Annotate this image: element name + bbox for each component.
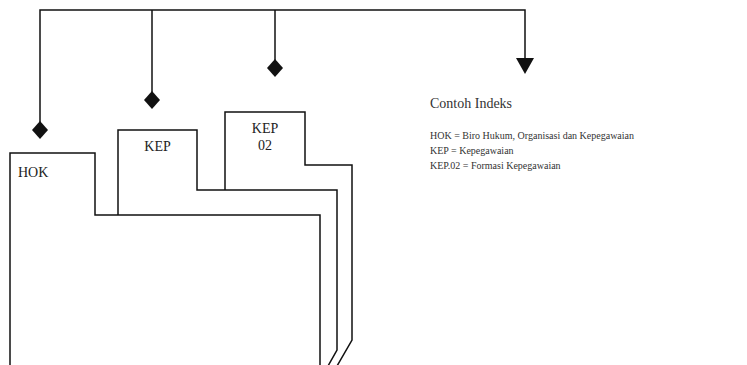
diamond-marker (32, 121, 48, 139)
bracket-line (40, 10, 525, 122)
index-entry: HOK = Biro Hukum, Organisasi dan Kepegaw… (430, 130, 634, 142)
folder-index-code: KEP (144, 139, 170, 156)
folder-tab: KEP 02 (227, 114, 303, 162)
folder-index-code: KEP 02 (248, 121, 282, 155)
index-heading: Contoh Indeks (430, 96, 512, 113)
diamond-marker (144, 91, 160, 109)
diamond-marker (267, 59, 283, 77)
bracket-drop (151, 10, 153, 92)
folder-front (10, 153, 320, 365)
folder-index-code: HOK (18, 165, 48, 182)
index-entry: KEP = Kepegawaian (430, 145, 514, 157)
index-entry: KEP.02 = Formasi Kepegawaian (430, 160, 561, 172)
folder-tab: KEP (120, 132, 195, 162)
arrow-head (516, 58, 534, 74)
folder-tab: HOK (12, 157, 82, 189)
bracket-drop (274, 10, 276, 60)
